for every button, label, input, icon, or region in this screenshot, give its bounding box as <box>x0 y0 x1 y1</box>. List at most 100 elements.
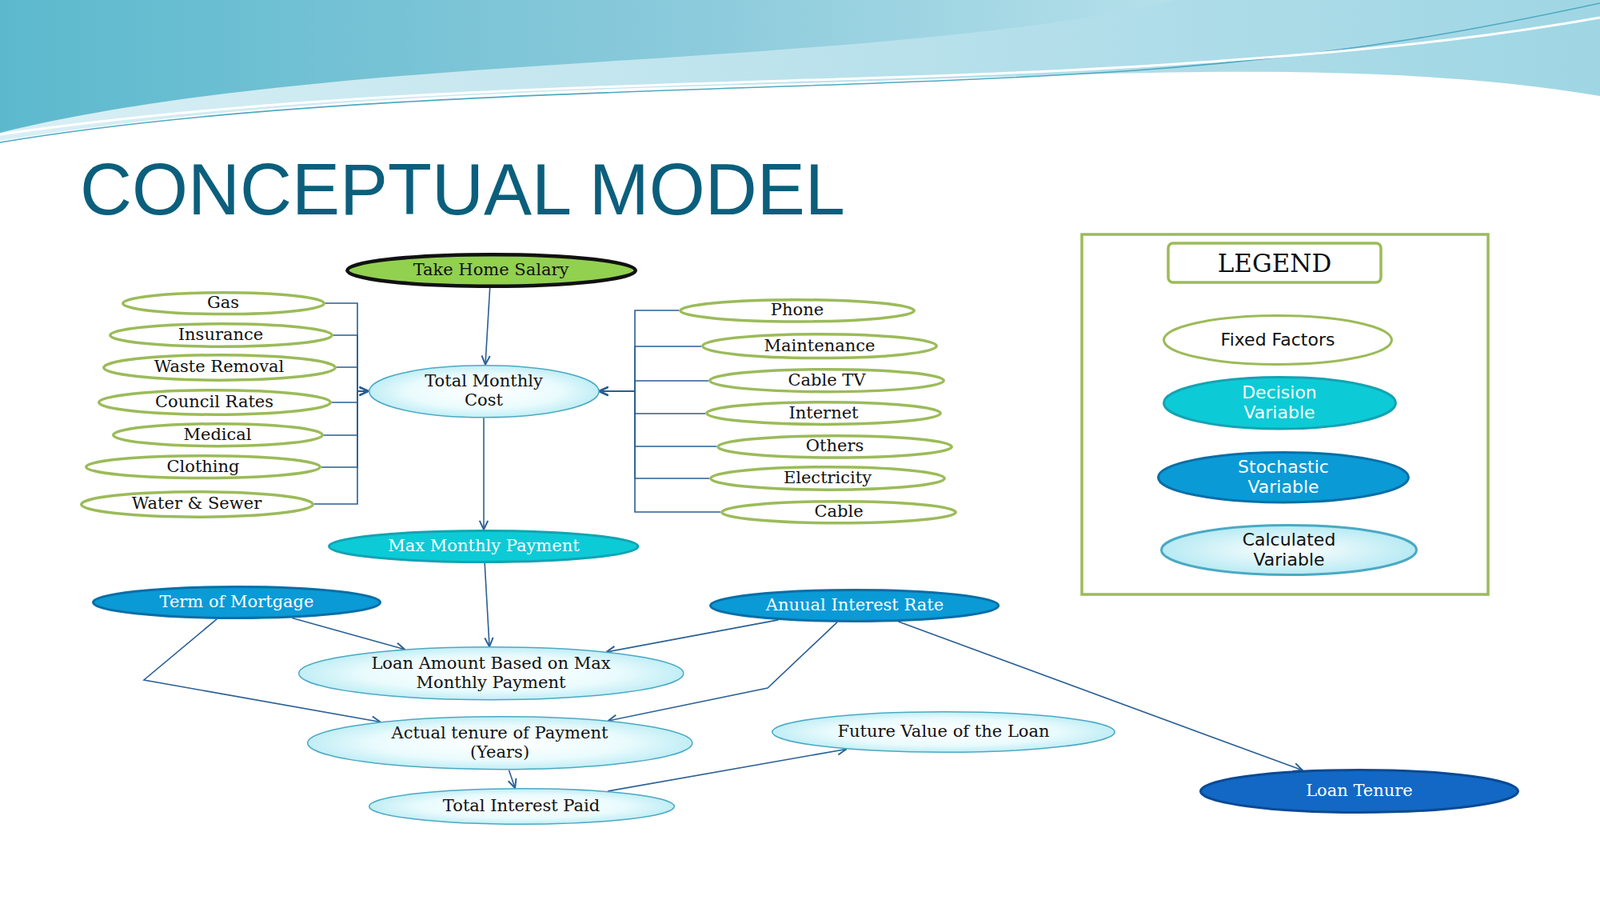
node-label: Total Monthly Cost <box>413 371 554 410</box>
calculated-variable: Total Monthly Cost <box>368 364 600 419</box>
connector-arrow <box>598 310 679 392</box>
ellipse-shape <box>706 402 942 425</box>
node-label: Waste Removal <box>154 357 285 377</box>
ellipse-shape <box>103 354 336 380</box>
ellipse-shape <box>1200 770 1519 813</box>
ellipse-shape <box>710 590 999 622</box>
fixed-factor: Gas <box>121 291 326 316</box>
node-label: Electricity <box>783 468 872 488</box>
text-group: Actual tenure of Payment (Years) <box>379 723 620 762</box>
connector-arrow <box>336 367 369 392</box>
ellipse-shape <box>93 586 381 619</box>
text-group: Maintenance <box>763 336 876 356</box>
connector-arrow <box>508 770 515 788</box>
node-label: Loan Amount Based on Max Monthly Payment <box>371 654 611 692</box>
fixed-factor: Cable <box>720 499 958 525</box>
banner-line <box>0 3 1600 143</box>
connector-arrow <box>331 391 369 403</box>
legend-item: Stochastic Variable <box>1157 450 1410 503</box>
ellipse-shape <box>109 323 332 347</box>
legend-swatch <box>1164 315 1393 365</box>
text-group: Max Monthly Payment <box>387 536 580 556</box>
text-group: Loan Tenure <box>1305 781 1414 801</box>
ellipse-shape <box>80 490 313 516</box>
text-group: Others <box>805 436 865 456</box>
node-label: Medical <box>183 425 252 445</box>
legend-item: Decision Variable <box>1162 375 1397 431</box>
node-label: Total Interest Paid <box>442 796 600 816</box>
node-label: Max Monthly Payment <box>387 536 579 556</box>
node-label: Loan Tenure <box>1305 781 1413 801</box>
ellipse-shape <box>772 711 1115 753</box>
node-label: Cable <box>813 502 863 522</box>
legend-swatch <box>1158 452 1409 503</box>
legend-label: Decision Variable <box>1211 383 1348 423</box>
connector-arrow <box>484 562 490 647</box>
text-group: Clothing <box>166 457 241 477</box>
fixed-factor: Take Home Salary <box>345 252 638 288</box>
ellipse-shape <box>347 254 636 287</box>
text-group: Loan Amount Based on Max Monthly Payment <box>371 654 611 692</box>
node-label: Others <box>805 436 864 456</box>
ellipse-shape <box>122 292 324 315</box>
legend-frame <box>1081 234 1489 595</box>
connector-arrow <box>598 391 717 447</box>
text-group: Council Rates <box>154 392 275 412</box>
node-label: Anuual Interest Rate <box>766 595 944 615</box>
node-label: Gas <box>207 293 240 313</box>
ellipse-shape <box>298 646 683 700</box>
legend-item: Calculated Variable <box>1160 523 1418 576</box>
ellipse-shape <box>368 364 599 417</box>
text-group: Gas <box>206 293 240 313</box>
text-group: Water & Sewer <box>131 494 263 514</box>
legend-swatch <box>1163 377 1396 430</box>
fixed-factor: Electricity <box>709 465 946 491</box>
node-label: Take Home Salary <box>413 260 570 280</box>
legend-label: Calculated Variable <box>1220 530 1357 570</box>
ellipse-shape <box>329 530 639 563</box>
page-title: CONCEPTUAL MODEL <box>79 150 846 230</box>
node-label: Clothing <box>166 457 240 477</box>
ellipse-shape <box>710 369 945 392</box>
ellipse-shape <box>98 390 331 415</box>
legend-heading: LEGEND <box>1168 243 1381 283</box>
connector-arrow <box>323 391 369 435</box>
fixed-factor: Internet <box>705 400 942 426</box>
ellipse-shape <box>307 716 692 770</box>
node-label: Phone <box>770 300 824 320</box>
node-label: Maintenance <box>764 336 876 356</box>
connector-arrow <box>598 346 702 392</box>
connector-arrow <box>598 391 710 479</box>
ellipse-shape <box>112 423 323 447</box>
ellipse-shape <box>718 434 953 457</box>
stochastic-variable: Anuual Interest Rate <box>709 588 1000 623</box>
text-group: Total Interest Paid <box>442 796 601 816</box>
ellipse-shape <box>702 334 938 359</box>
text-group: Take Home Salary <box>412 260 570 280</box>
node-label: Insurance <box>178 325 264 345</box>
calculated-variable: Actual tenure of Payment (Years) <box>307 715 694 770</box>
connector-arrow <box>482 417 485 530</box>
connector-arrow <box>325 303 369 392</box>
legend-swatch <box>1161 525 1417 575</box>
node-label: Cable TV <box>787 371 866 391</box>
calculated-variable: Loan Amount Based on Max Monthly Payment <box>298 646 685 700</box>
text-group: Internet <box>788 403 860 423</box>
fixed-factor: Phone <box>678 298 916 324</box>
connector-arrow <box>606 619 779 652</box>
fixed-factor: Cable TV <box>708 367 946 393</box>
fixed-factor: Water & Sewer <box>79 490 315 519</box>
text-group: Phone <box>770 300 825 320</box>
text-group: Insurance <box>177 325 264 345</box>
fixed-factor: Insurance <box>108 322 334 348</box>
fixed-factor: Medical <box>111 422 324 447</box>
fixed-factor: Others <box>716 434 954 459</box>
connector-arrow <box>291 617 405 649</box>
text-group: Future Value of the Loan <box>836 722 1050 742</box>
ellipse-shape <box>722 500 957 523</box>
node-label: Term of Mortgage <box>159 592 315 612</box>
text-group: Term of Mortgage <box>159 592 315 612</box>
legend-label: Fixed Factors <box>1220 330 1336 351</box>
node-label: Internet <box>788 403 858 423</box>
